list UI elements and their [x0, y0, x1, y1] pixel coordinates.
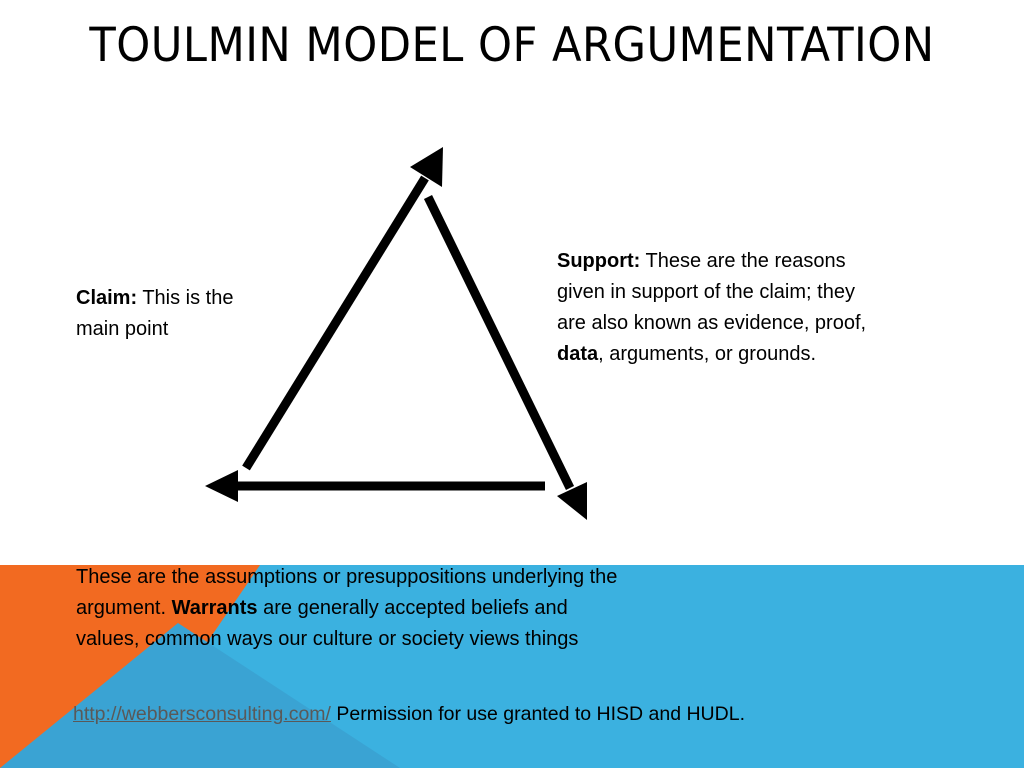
support-description-3: are also known as evidence, proof, — [557, 312, 867, 334]
slide-title: TOULMIN MODEL OF ARGUMENTATION — [89, 18, 935, 73]
warrants-description-2: argument. — [76, 597, 172, 619]
warrants-label: Warrants — [171, 597, 258, 619]
support-bold-data: data — [557, 343, 599, 365]
support-label: Support: — [557, 250, 641, 272]
argument-triangle-diagram — [205, 147, 587, 520]
support-description-4: , arguments, or grounds. — [598, 343, 817, 365]
credit-line: http://webbersconsulting.com/ Permission… — [73, 699, 973, 730]
permission-text: Permission for use granted to HISD and H… — [330, 703, 745, 725]
arrowhead-bottom-right — [557, 482, 587, 520]
warrants-description-1: These are the assumptions or presupposit… — [76, 566, 618, 588]
arrow-line-support-to-warrant — [423, 195, 575, 490]
support-description-1: These are the reasons — [640, 250, 846, 272]
blue-diagonal-triangle — [0, 623, 400, 768]
source-link[interactable]: http://webbersconsulting.com/ — [73, 703, 331, 725]
warrants-description-4: values, common ways our culture or socie… — [76, 628, 579, 650]
warrants-text: These are the assumptions or presupposit… — [76, 562, 796, 655]
support-text: Support: These are the reasons given in … — [557, 246, 977, 370]
warrants-description-3: are generally accepted beliefs and — [257, 597, 568, 619]
claim-text: Claim: This is the main point — [76, 283, 296, 345]
claim-description-2: main point — [76, 318, 169, 340]
support-description-2: given in support of the claim; they — [557, 281, 855, 303]
arrowhead-left — [205, 470, 238, 502]
claim-description-1: This is the — [137, 287, 234, 309]
claim-label: Claim: — [76, 287, 138, 309]
arrowhead-top — [410, 147, 443, 187]
arrow-line-claim-to-support — [242, 175, 429, 471]
footer-background — [0, 565, 1024, 768]
